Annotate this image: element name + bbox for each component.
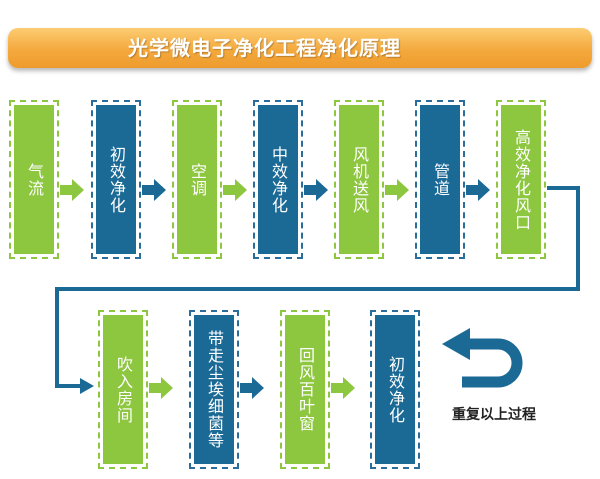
step-airflow: 气流 <box>9 100 59 259</box>
step-label: 初效净化 <box>107 145 126 214</box>
connector-line <box>55 186 580 388</box>
repeat-label: 重复以上过程 <box>452 407 536 423</box>
step-primary-filter: 初效净化 <box>91 100 141 259</box>
step-blow-into-room: 吹入房间 <box>98 310 148 469</box>
step-label: 空调 <box>188 162 207 197</box>
arrow-right-icon <box>149 377 173 399</box>
arrow-right-icon <box>385 179 409 201</box>
u-turn-arrow-icon <box>442 328 523 388</box>
step-remove-dust: 带走尘埃细菌等 <box>189 310 239 469</box>
arrow-right-icon <box>142 179 166 201</box>
arrow-right-icon <box>331 377 355 399</box>
step-fan-supply: 风机送风 <box>334 100 384 259</box>
step-return-louver: 回风百叶窗 <box>280 310 330 469</box>
step-air-conditioner: 空调 <box>172 100 222 259</box>
step-label: 高效净化风口 <box>512 128 531 231</box>
step-primary-filter-2: 初效净化 <box>370 310 420 469</box>
step-label: 中效净化 <box>269 145 288 214</box>
arrow-right-icon <box>60 179 84 201</box>
step-duct: 管道 <box>415 100 465 259</box>
arrow-right-icon <box>80 378 94 394</box>
step-label: 带走尘埃细菌等 <box>205 330 224 449</box>
step-label: 初效净化 <box>386 355 405 424</box>
page-title: 光学微电子净化工程净化原理 <box>128 36 401 60</box>
step-label: 吹入房间 <box>114 355 133 424</box>
arrow-right-icon <box>466 179 490 201</box>
arrow-right-icon <box>304 179 328 201</box>
step-label: 管道 <box>431 162 450 197</box>
arrow-right-icon <box>240 377 264 399</box>
step-label: 风机送风 <box>350 145 369 214</box>
step-label: 回风百叶窗 <box>296 347 315 432</box>
arrow-right-icon <box>223 179 247 201</box>
step-hepa-outlet: 高效净化风口 <box>496 100 546 259</box>
step-label: 气流 <box>25 162 44 197</box>
title-bar: 光学微电子净化工程净化原理 <box>8 28 592 68</box>
step-medium-filter: 中效净化 <box>253 100 303 259</box>
